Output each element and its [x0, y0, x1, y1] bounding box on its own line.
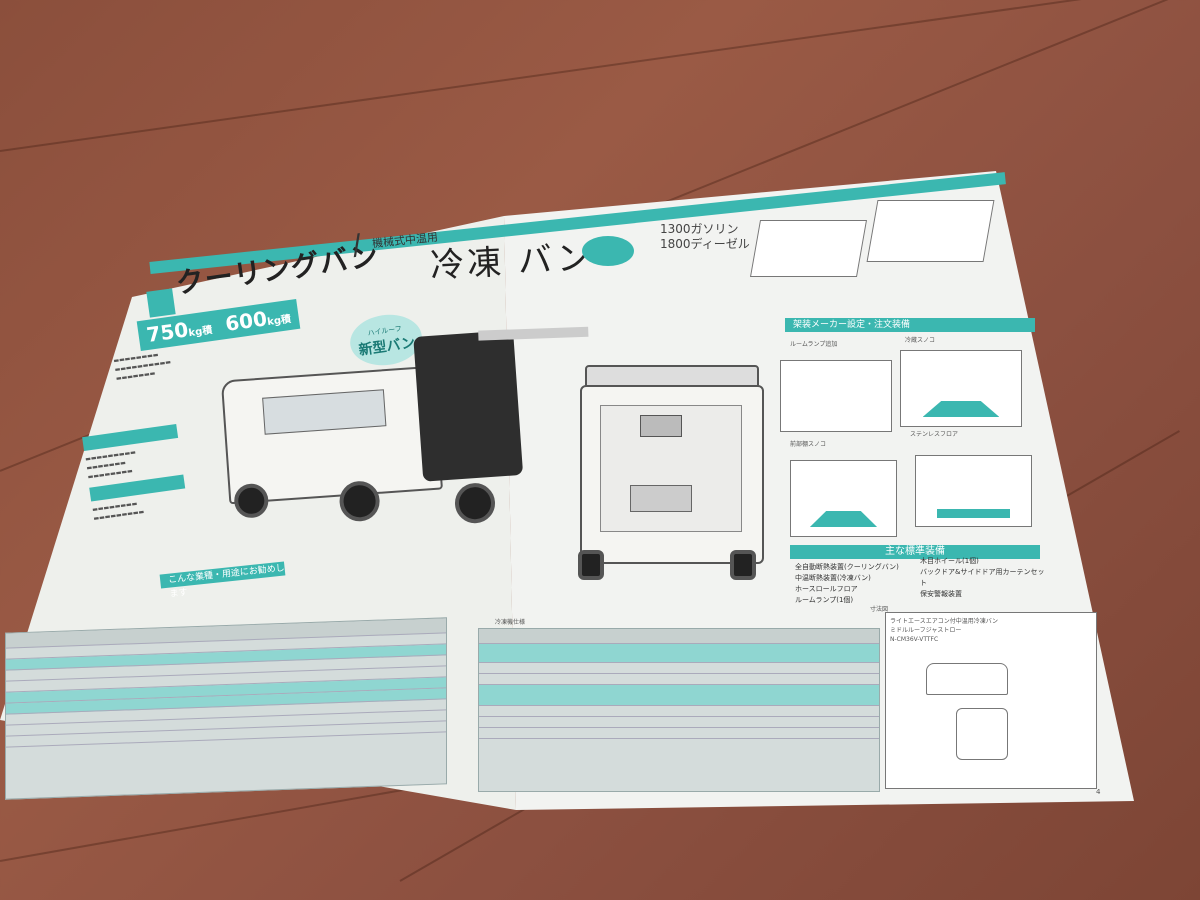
standard-list-col2: 木目ホイール(1個) バックドア&サイドドア用カーテンセット 保安警報装置: [920, 557, 1045, 598]
standard-list-col1: 全自動断熱装置(クーリングバン) 中温断熱装置(冷凍バン) ホースロールフロア …: [795, 563, 899, 604]
logo-mark: [146, 288, 176, 318]
option-diagram-front-slats: [790, 460, 897, 537]
refrigeration-spec-table: [478, 628, 880, 792]
top-diagram-2: [866, 200, 995, 262]
option-diagram-slats: [900, 350, 1022, 427]
standard-equipment-heading: 主な標準装備: [790, 545, 1040, 559]
refrigerated-van-rear-image: [570, 365, 770, 595]
left-spec-list: ▬▬▬▬▬▬▬▬▬▬▬▬▬▬▬▬▬▬▬▬▬▬▬▬ ▬▬▬▬▬▬▬▬▬▬▬▬▬▬▬…: [82, 423, 193, 556]
page-number: 4: [1096, 788, 1101, 796]
engine-info: 1300ガソリン 1800ディーゼル: [660, 222, 750, 251]
dimension-heading: 寸法図: [870, 606, 889, 613]
option-4-label: ステンレスフロア: [910, 431, 959, 438]
title-bubble: [582, 236, 634, 266]
option-3-label: 前部棚スノコ: [790, 441, 827, 448]
dimension-drawing: ライトエースエアコン付中温用冷凍バン ミドルルーフジャストロー N-CM36V-…: [885, 612, 1097, 789]
right-table-heading: 冷凍機仕様: [495, 619, 526, 626]
option-diagram-room-lamp: [780, 360, 892, 432]
left-spec-table: [5, 617, 447, 800]
cooling-van-image: [208, 319, 589, 551]
option-diagram-stainless-floor: [915, 455, 1032, 527]
top-diagram-1: [749, 220, 868, 277]
option-2-label: 冷蔵スノコ: [905, 337, 936, 344]
right-title: 冷凍 バン: [429, 237, 595, 287]
left-text-block: ▬▬▬▬▬▬▬▬▬▬▬▬▬▬▬▬▬▬▬▬▬▬▬▬▬: [113, 351, 172, 383]
maker-options-heading: 架装メーカー設定・注文装備: [785, 318, 1035, 332]
option-1-label: ルームランプ追加: [790, 341, 838, 348]
